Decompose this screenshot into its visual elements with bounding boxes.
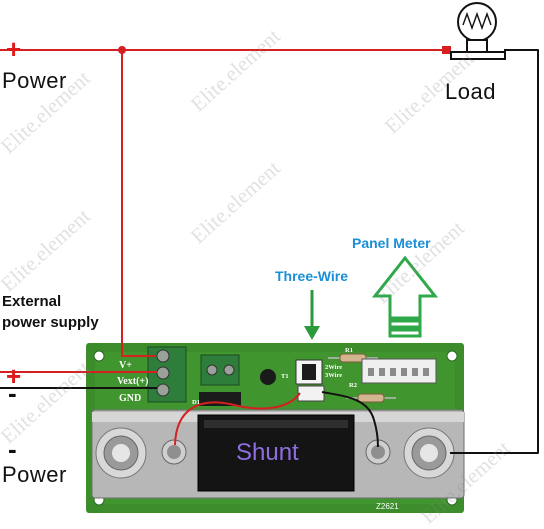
wire-vplus-drop	[121, 50, 156, 357]
label-r2: R2	[349, 382, 357, 389]
label-3wire: 3Wire	[325, 372, 343, 379]
resistor-r1	[328, 353, 378, 363]
wires	[0, 49, 539, 454]
wiring-diagram	[0, 2, 539, 513]
top-power-label: Power	[2, 68, 67, 93]
ext-plus-sign: +	[6, 361, 22, 391]
label-2wire: 2Wire	[325, 364, 343, 371]
shunt-label: Shunt	[236, 439, 299, 466]
board-code: Z2621	[376, 502, 399, 511]
terminal-2pin-screws	[206, 364, 235, 376]
mount-hole-top-right	[446, 350, 458, 362]
transistor-t1	[260, 369, 276, 385]
pin-label-gnd: GND	[119, 393, 142, 404]
three-wire-label: Three-Wire	[275, 268, 349, 284]
external-power-label-line1: External	[2, 293, 62, 310]
jumper-cap	[302, 364, 316, 380]
wire-shunt-black	[321, 391, 379, 448]
three-wire-arrow-icon	[304, 290, 320, 340]
ext-minus-sign: -	[8, 378, 17, 408]
left-bolt	[95, 427, 147, 479]
pin-label-vplus: V+	[119, 360, 132, 371]
external-power-label-line2: power supply	[2, 314, 99, 331]
panel-meter-label: Panel Meter	[352, 235, 431, 251]
resistor-r2	[346, 393, 396, 403]
load-label: Load	[445, 79, 496, 104]
mount-hole-top-left	[93, 350, 105, 362]
label-d1: D1	[192, 399, 200, 406]
bottom-minus-sign: -	[8, 434, 17, 464]
jumper-socket	[297, 385, 325, 402]
terminal-screws	[156, 349, 170, 397]
wire-shunt-red	[174, 392, 301, 446]
light-bulb-icon	[450, 2, 506, 60]
bottom-power-label: Power	[2, 462, 67, 487]
left-screw	[161, 439, 187, 465]
shunt-element-shade	[204, 420, 348, 428]
connector-pins	[368, 368, 429, 376]
pin-label-vext: Vext(+)	[117, 376, 149, 387]
panel-meter-arrow-icon	[371, 255, 439, 338]
label-t1: T1	[281, 373, 289, 380]
label-r1: R1	[345, 347, 353, 354]
wire-load-return	[450, 49, 539, 454]
right-bolt	[403, 427, 455, 479]
right-screw	[365, 439, 391, 465]
load-terminal-left	[442, 46, 451, 54]
wire-junction-dot	[118, 46, 126, 54]
top-plus-sign: +	[6, 34, 22, 64]
